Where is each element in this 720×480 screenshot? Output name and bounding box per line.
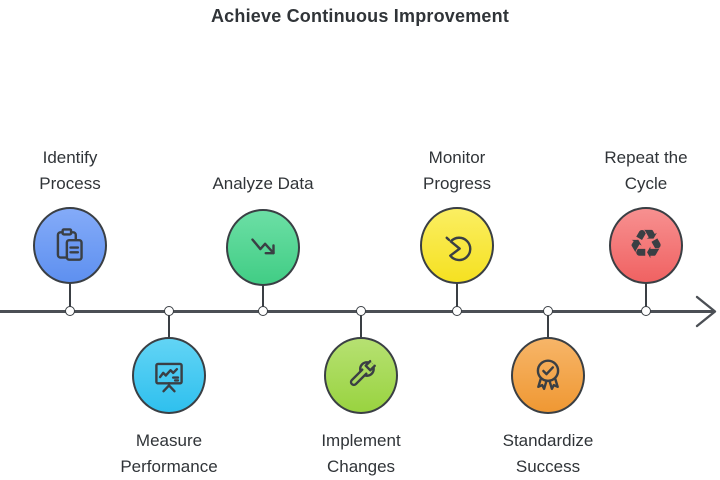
clipboard-icon xyxy=(56,227,83,261)
node-bubble-monitor-progress xyxy=(420,207,494,284)
presentation-chart-icon xyxy=(155,362,183,392)
node-label-repeat-the-cycle: Repeat the Cycle xyxy=(604,148,688,193)
connector-identify-process xyxy=(69,283,71,311)
connector-repeat-the-cycle xyxy=(645,283,647,311)
connector-implement-changes xyxy=(360,311,362,338)
connector-analyze-data xyxy=(262,285,264,311)
node-label-standardize-success: Standardize Success xyxy=(502,431,594,476)
node-bubble-implement-changes xyxy=(324,337,398,414)
connector-measure-performance xyxy=(168,311,170,338)
node-label-monitor-progress: Monitor Progress xyxy=(422,148,492,193)
axis-dot-identify-process xyxy=(65,306,75,316)
declining-trend-icon xyxy=(251,237,275,254)
node-bubble-measure-performance xyxy=(132,337,206,414)
node-bubble-identify-process xyxy=(33,207,107,284)
medal-icon xyxy=(536,358,560,390)
recycle-icon: ♻ xyxy=(628,222,664,267)
timeline-arrowhead-icon xyxy=(695,295,717,328)
axis-dot-implement-changes xyxy=(356,306,366,316)
wrench-icon xyxy=(349,359,376,386)
node-label-measure-performance: Measure Performance xyxy=(120,431,218,476)
node-label-analyze-data: Analyze Data xyxy=(212,174,314,193)
connector-standardize-success xyxy=(547,311,549,338)
connector-monitor-progress xyxy=(456,283,458,311)
axis-dot-standardize-success xyxy=(543,306,553,316)
node-bubble-standardize-success xyxy=(511,337,585,414)
axis-dot-analyze-data xyxy=(258,306,268,316)
diagram-title: Achieve Continuous Improvement xyxy=(210,6,510,26)
axis-dot-measure-performance xyxy=(164,306,174,316)
axis-dot-repeat-the-cycle xyxy=(641,306,651,316)
axis-dot-monitor-progress xyxy=(452,306,462,316)
pie-chart-icon xyxy=(445,236,472,261)
node-bubble-repeat-the-cycle: ♻ xyxy=(609,207,683,284)
node-bubble-analyze-data xyxy=(226,209,300,286)
node-label-implement-changes: Implement Changes xyxy=(321,431,401,476)
node-label-identify-process: Identify Process xyxy=(39,148,101,193)
